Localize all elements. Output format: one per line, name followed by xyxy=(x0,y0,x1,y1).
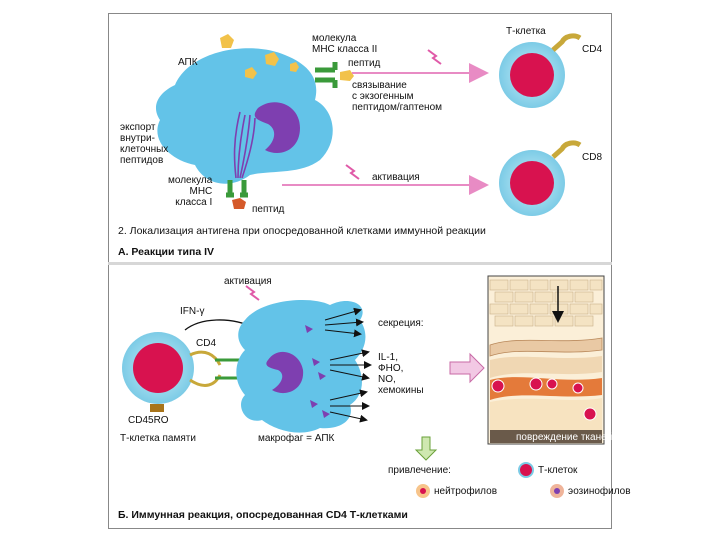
cd8-label: CD8 xyxy=(582,152,602,163)
eosinophil-legend-icon-core xyxy=(554,488,560,494)
recruitment-label: привлечение: xyxy=(388,465,451,476)
recruitment-arrow xyxy=(416,437,436,460)
t-cell-cd8-nucleus xyxy=(510,161,554,205)
mhc-class-1-receptor xyxy=(226,180,248,195)
t-cell-cd4-nucleus xyxy=(510,53,554,97)
memory-cell-label: Т-клетка памяти xyxy=(120,433,196,444)
binding-label: связывание с экзогенным пептидом/гаптено… xyxy=(352,80,442,113)
mhc2-label: молекула МНС класса II xyxy=(312,33,377,55)
lightning-icon xyxy=(346,165,359,179)
peptide-bottom-label: пептид xyxy=(252,204,284,215)
cd4-label: CD4 xyxy=(582,44,602,55)
lightning-icon xyxy=(428,50,441,64)
memory-t-cell-nucleus xyxy=(133,343,183,393)
panel-b-heading: Б. Иммунная реакция, опосредованная CD4 … xyxy=(118,509,408,521)
panel-a-caption: 2. Локализация антигена при опосредованн… xyxy=(118,225,486,237)
eosinophils-legend-label: эозинофилов xyxy=(568,486,631,497)
tissue-damage-label: повреждение тканей xyxy=(516,432,612,443)
peptide-bottom-shape xyxy=(232,198,246,209)
macrophage-label: макрофаг = АПК xyxy=(258,433,334,444)
cd45ro-label: CD45RO xyxy=(128,415,169,426)
tcell-label: Т-клетка xyxy=(506,26,546,37)
to-tissue-arrow xyxy=(450,354,484,382)
tissue-illustration xyxy=(488,276,604,444)
cd45ro-marker xyxy=(150,404,164,412)
secretion-label: секреция: xyxy=(378,318,424,329)
neutrophil-legend-icon-core xyxy=(420,488,426,494)
secretion-items: IL-1, ФНО, NO, хемокины xyxy=(378,352,424,396)
mhc-class-2-receptor xyxy=(315,62,335,88)
immune-synapse xyxy=(190,352,240,385)
t-cell-legend-icon xyxy=(519,463,533,477)
peptide-top-label: пептид xyxy=(348,58,380,69)
tcells-legend-label: Т-клеток xyxy=(538,465,577,476)
panel-a-heading: А. Реакции типа IV xyxy=(118,246,214,258)
lightning-icon xyxy=(246,286,259,300)
ifn-gamma-label: IFN-γ xyxy=(180,306,204,317)
neutrophils-legend-label: нейтрофилов xyxy=(434,486,497,497)
cd4-label-b: CD4 xyxy=(196,338,216,349)
activation-label-b: активация xyxy=(224,276,272,287)
apc-label: АПК xyxy=(178,57,198,68)
cd4-receptor xyxy=(553,36,580,50)
mhc1-label: молекула МНС класса I xyxy=(168,175,212,208)
cd8-receptor xyxy=(553,143,580,157)
export-label: экспорт внутри- клеточных пептидов xyxy=(120,122,168,166)
activation-label-a: активация xyxy=(372,172,420,183)
